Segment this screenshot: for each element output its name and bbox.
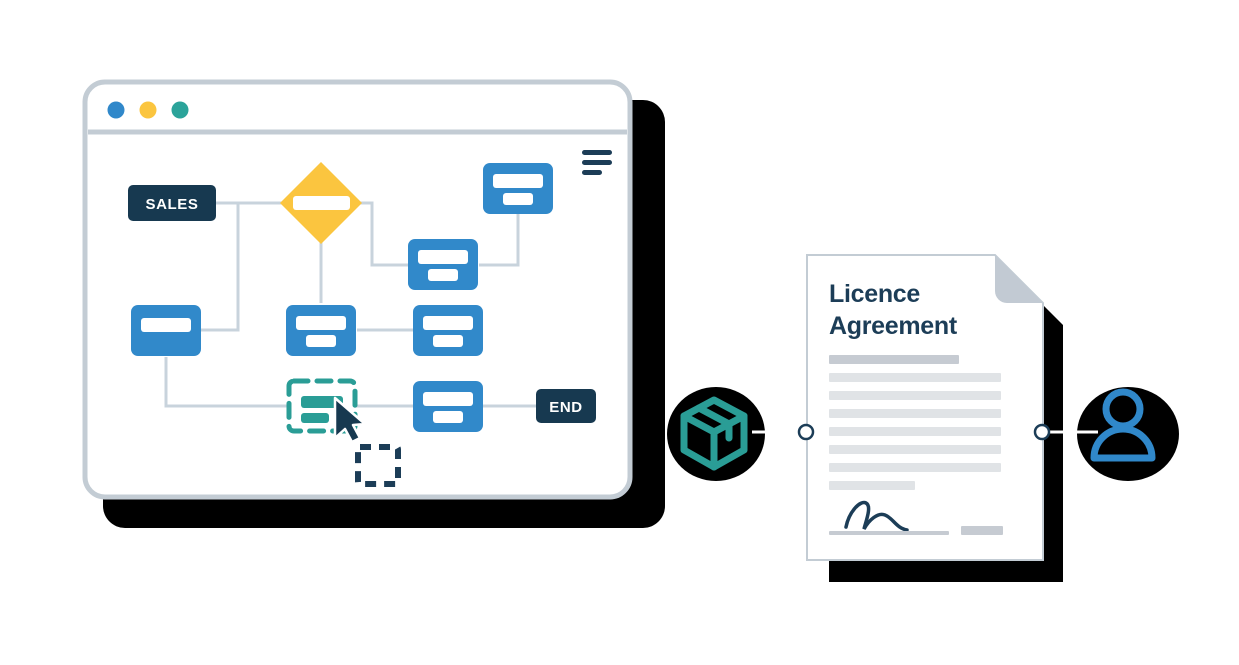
flowchart-node-decision[interactable] (280, 162, 362, 244)
flowchart-node-left-lower[interactable] (131, 305, 201, 356)
signature-line (829, 531, 949, 535)
document-body-line (829, 391, 1001, 400)
window-dot-teal[interactable] (171, 101, 189, 119)
flowchart-node-end-label: END (549, 399, 582, 416)
signature-mark (844, 500, 909, 532)
flowchart-node-right-lower[interactable] (413, 305, 483, 356)
document-title-line-1: Licence (829, 280, 920, 308)
flowchart-node-mid-right[interactable] (408, 239, 478, 290)
flowchart-node-dragged-selected[interactable] (286, 378, 358, 434)
user-person-icon (1090, 388, 1156, 462)
user-icon-badge[interactable] (1077, 387, 1179, 481)
line-diamond-to-midright (354, 201, 408, 267)
document-body-line (829, 481, 915, 490)
document-body-line (829, 427, 1001, 436)
decision-node-bar (293, 196, 350, 210)
connector-dot-left[interactable] (797, 423, 815, 441)
mouse-pointer-cursor (333, 396, 367, 444)
flowchart-node-right-bottom[interactable] (413, 381, 483, 432)
date-stamp-placeholder (961, 526, 1003, 535)
document-body-lines (829, 355, 1001, 490)
document-body-line (829, 409, 1001, 418)
flowchart-node-top-right[interactable] (483, 163, 553, 214)
document-title-line-2: Agreement (829, 312, 958, 340)
document-card[interactable]: Licence Agreement (806, 254, 1044, 561)
flowchart-node-end[interactable]: END (536, 389, 596, 423)
dragged-node-bar-secondary (301, 413, 329, 423)
window-dot-blue[interactable] (107, 101, 125, 119)
browser-window: SALES (82, 79, 633, 500)
line-leftnode-to-dragged (164, 357, 290, 408)
package-cube-icon (680, 396, 748, 471)
user-icon-badge-bg (1077, 387, 1179, 481)
document-folded-corner-icon (995, 255, 1043, 303)
window-dot-yellow[interactable] (139, 101, 157, 119)
hamburger-menu-icon[interactable] (582, 150, 612, 175)
dragged-node-dashed-outline (286, 378, 358, 434)
document-body-line (829, 373, 1001, 382)
line-topright-to-midright (479, 213, 520, 267)
package-icon-badge[interactable] (667, 387, 765, 481)
connector-dot-right[interactable] (1033, 423, 1051, 441)
document-body-line (829, 445, 1001, 454)
document-body-line (829, 463, 1001, 472)
flowchart-node-sales[interactable]: SALES (128, 185, 216, 221)
flowchart-node-sales-label: SALES (145, 196, 198, 213)
document-body-line (829, 355, 959, 364)
flowchart-node-center-lower[interactable] (286, 305, 356, 356)
dragged-node-bar-primary (301, 396, 343, 408)
